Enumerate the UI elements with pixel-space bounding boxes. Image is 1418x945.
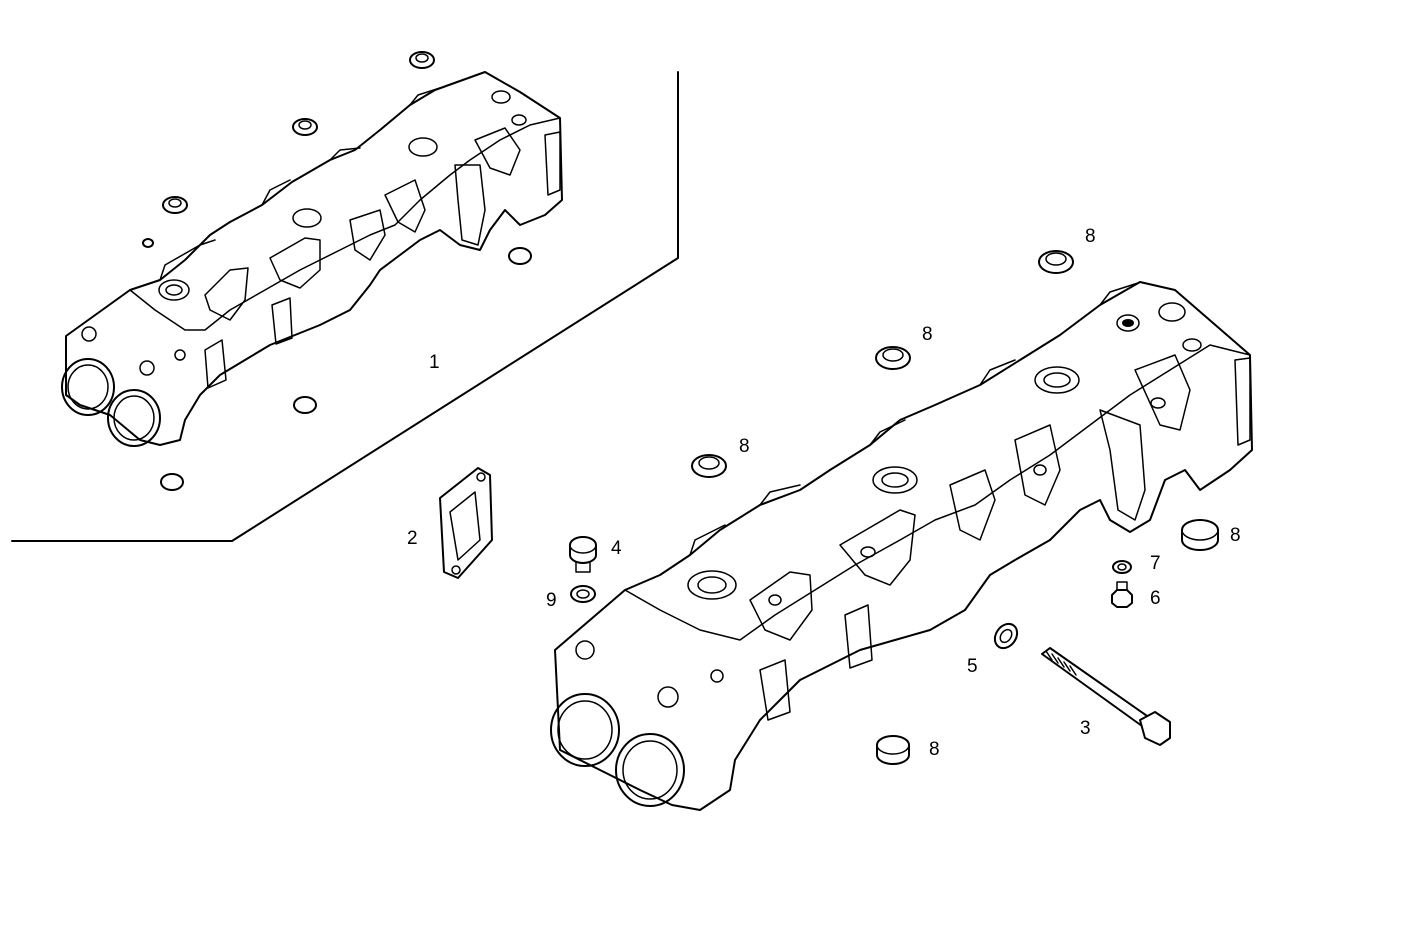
callout-8-right: 8 — [1230, 525, 1241, 546]
callout-1: 1 — [429, 352, 440, 373]
loose-parts-exploded — [569, 250, 1219, 765]
callout-labels: 1 2 3 4 5 6 7 8 8 8 8 8 9 — [407, 226, 1241, 760]
callout-4: 4 — [611, 538, 622, 559]
callout-9: 9 — [546, 590, 557, 611]
assembly-loose-parts — [142, 51, 532, 491]
callout-6: 6 — [1150, 588, 1161, 609]
callout-3: 3 — [1080, 718, 1091, 739]
callout-8-top: 8 — [1085, 226, 1096, 247]
manifold-exploded-large — [550, 281, 1253, 811]
callout-8-bottom: 8 — [929, 739, 940, 760]
callout-7: 7 — [1150, 553, 1161, 574]
callout-8-upper: 8 — [922, 324, 933, 345]
manifold-assembly-small — [61, 71, 563, 447]
callout-8-middle: 8 — [739, 436, 750, 457]
callout-5: 5 — [967, 656, 978, 677]
callout-2: 2 — [407, 528, 418, 549]
gasket-part — [439, 467, 493, 579]
assembly-frame — [11, 71, 679, 542]
